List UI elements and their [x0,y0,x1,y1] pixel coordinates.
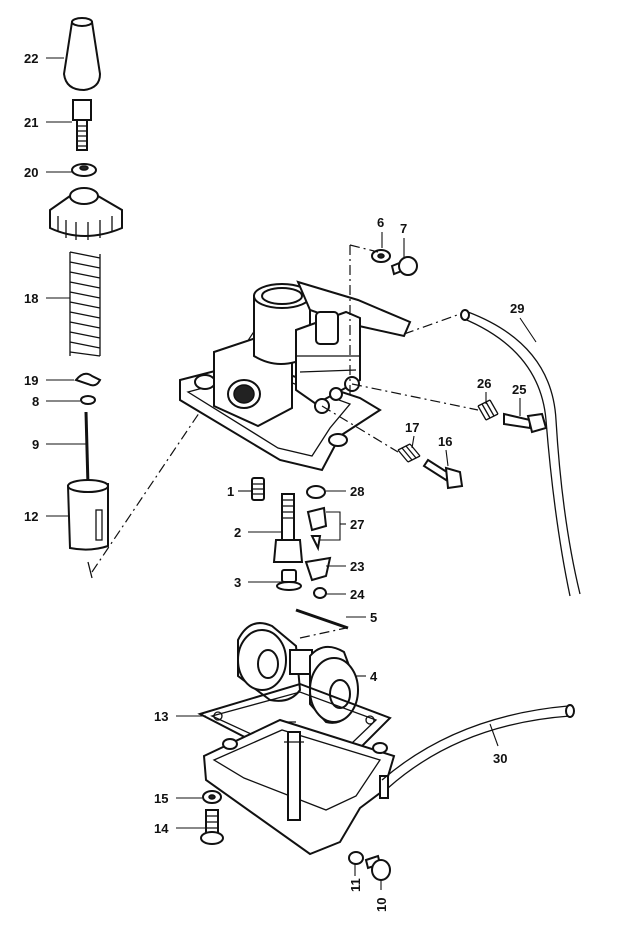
alignment-line-17 [321,405,399,453]
label-29: 29 [510,301,524,316]
part-18-spring [69,251,101,357]
label-24: 24 [350,587,365,602]
label-22: 22 [24,51,38,66]
part-28-washer [306,485,326,499]
part-2-needle-jet [272,493,304,563]
label-21: 21 [24,115,38,130]
label-10: 10 [374,898,389,912]
label-25: 25 [512,382,526,397]
label-23: 23 [350,559,364,574]
label-9: 9 [32,437,39,452]
part-6-washer [371,249,391,263]
part-carb-top-cap [49,187,123,240]
label-15: 15 [154,791,168,806]
label-14: 14 [154,821,169,836]
part-3-main-jet [276,569,302,591]
part-30-tube [381,704,575,789]
label-28: 28 [350,484,364,499]
part-24-screw [313,587,327,599]
part-7-screw [390,256,418,276]
label-12: 12 [24,509,38,524]
part-9-needle [84,411,90,487]
part-20-nut [71,163,97,177]
label-19: 19 [24,373,38,388]
part-22-cap [62,17,102,92]
label-3: 3 [234,575,241,590]
part-10-screw [364,854,391,881]
part-1-pilot-jet [251,477,265,501]
part-27-float-valve [306,506,328,552]
label-27: 27 [350,517,364,532]
part-5-float-pin [295,608,349,630]
label-18: 18 [24,291,38,306]
alignment-line-29 [403,313,461,335]
alignment-line-26 [351,383,479,411]
label-17: 17 [405,420,419,435]
label-16: 16 [438,434,452,449]
part-23-float-arm [304,556,332,582]
label-8: 8 [32,394,39,409]
label-26: 26 [477,376,491,391]
part-21-adjuster [72,99,92,151]
part-float-bowl [202,718,396,856]
part-carburetor-body [179,280,412,472]
label-30: 30 [493,751,507,766]
label-6: 6 [377,215,384,230]
alignment-line-throttle [91,289,283,573]
part-29-tube [460,309,581,597]
label-5: 5 [370,610,377,625]
part-15-washer [202,790,222,804]
part-26-spring [477,399,499,421]
part-16-screw [422,458,464,490]
label-20: 20 [24,165,38,180]
label-7: 7 [400,221,407,236]
part-19-clip [74,372,102,387]
label-1: 1 [227,484,234,499]
part-25-screw [503,412,548,434]
alignment-line-6b [349,244,379,253]
label-13: 13 [154,709,168,724]
part-14-screw [200,809,224,845]
part-12-throttle-valve [66,479,109,551]
label-4: 4 [370,669,378,684]
alignment-tick [87,561,93,579]
part-8-eclip [80,395,96,405]
part-17-spring [397,443,421,463]
part-11-washer [348,851,364,865]
alignment-line-5 [299,627,347,639]
label-11: 11 [348,878,363,892]
label-2: 2 [234,525,241,540]
part-4-float [237,622,360,724]
leader-lines [46,57,537,890]
